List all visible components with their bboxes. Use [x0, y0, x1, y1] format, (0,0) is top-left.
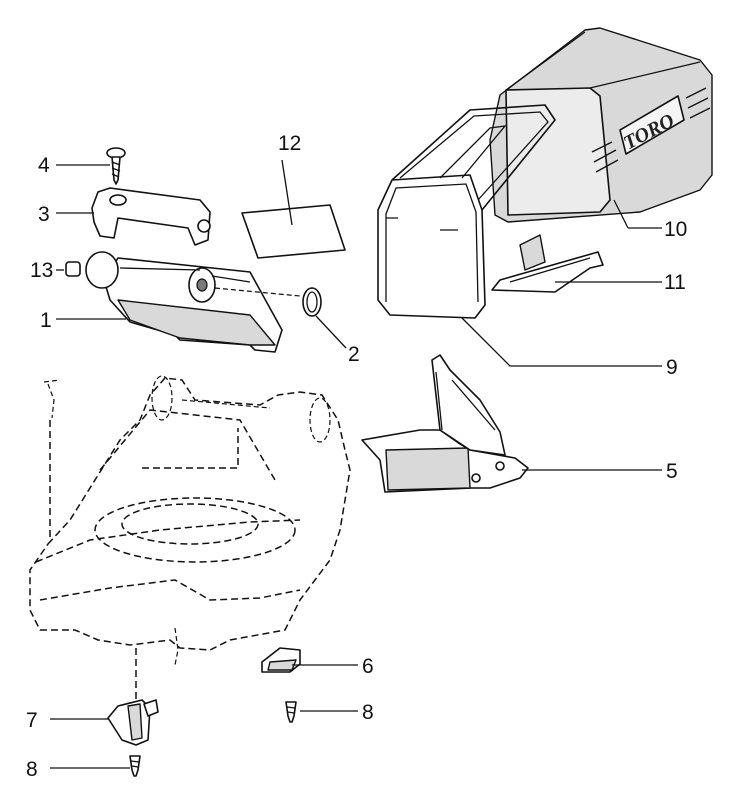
part-11-bracket — [491, 234, 604, 293]
mower-deck — [29, 375, 351, 666]
callout-8-upper: 8 — [362, 701, 374, 724]
callout-3: 3 — [38, 203, 50, 226]
part-3-clip — [91, 187, 211, 246]
callout-7: 7 — [26, 709, 38, 732]
part-10-grass-bag: TORO — [489, 27, 713, 223]
part-13-bushing — [65, 261, 81, 277]
part-5-chute — [361, 354, 529, 493]
part-8-screw-lower — [129, 755, 141, 777]
deck-screw — [43, 379, 61, 540]
callout-1: 1 — [40, 309, 52, 332]
part-4-screw — [106, 147, 126, 185]
part-12-label — [241, 204, 346, 259]
callout-11: 11 — [664, 271, 686, 294]
part-1-rear-door — [85, 251, 283, 353]
part-6-skid — [261, 647, 301, 673]
callout-6: 6 — [362, 655, 374, 678]
part-2-spring — [302, 287, 322, 317]
callout-10: 10 — [664, 218, 687, 241]
callout-2: 2 — [348, 343, 360, 366]
callout-4: 4 — [38, 154, 50, 177]
part-8-screw-upper — [285, 701, 297, 723]
callout-12: 12 — [278, 132, 301, 155]
part-7-skid — [107, 699, 159, 746]
leader-lines — [50, 159, 662, 769]
callout-5: 5 — [666, 460, 678, 483]
callout-8-lower: 8 — [26, 758, 38, 781]
callout-labels: 4 3 13 1 12 2 10 11 9 5 6 8 7 8 — [26, 132, 687, 781]
callout-9: 9 — [666, 356, 678, 379]
callout-13: 13 — [30, 259, 53, 282]
part-9-bag-frame — [377, 104, 556, 319]
